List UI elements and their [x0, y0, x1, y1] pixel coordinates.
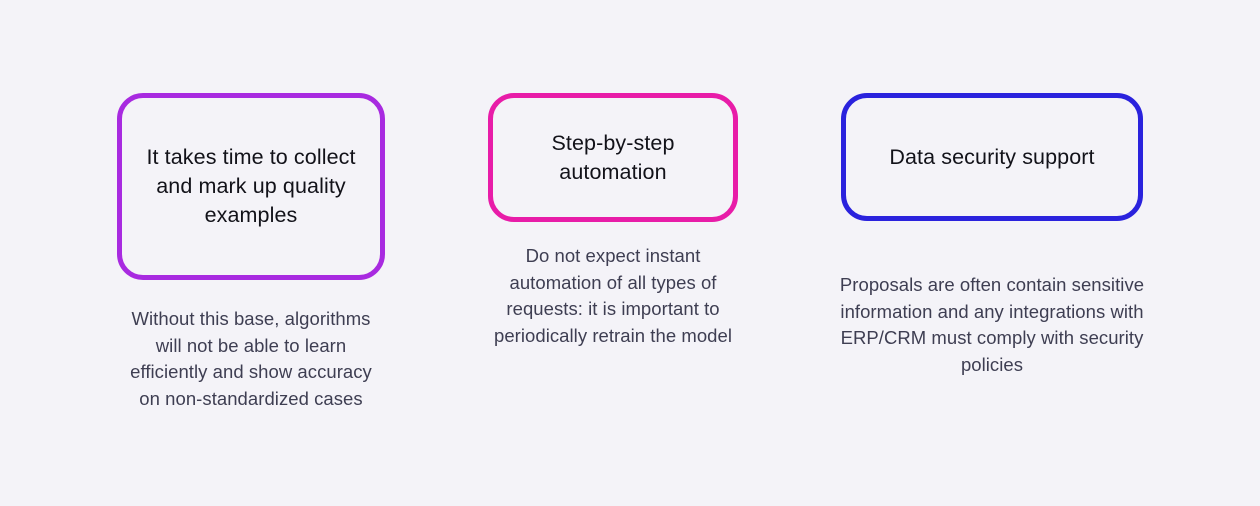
card-title: Data security support — [889, 144, 1095, 169]
card-title: Step-by-step automation — [551, 130, 675, 184]
highlight-card-purple: It takes time to collect and mark up qua… — [117, 93, 385, 280]
card-caption: Proposals are often contain sensitive in… — [839, 274, 1145, 375]
highlight-card-pink: Step-by-step automation — [488, 93, 738, 222]
card-column-2: Step-by-step automation Do not expect in… — [488, 93, 738, 349]
highlight-card-blue: Data security support — [841, 93, 1143, 221]
card-column-1: It takes time to collect and mark up qua… — [117, 93, 385, 412]
card-caption: Do not expect instant automation of all … — [493, 245, 732, 346]
card-caption: Without this base, algorithms will not b… — [130, 308, 372, 409]
card-column-3: Data security support Proposals are ofte… — [840, 93, 1144, 378]
card-title: It takes time to collect and mark up qua… — [146, 145, 356, 227]
